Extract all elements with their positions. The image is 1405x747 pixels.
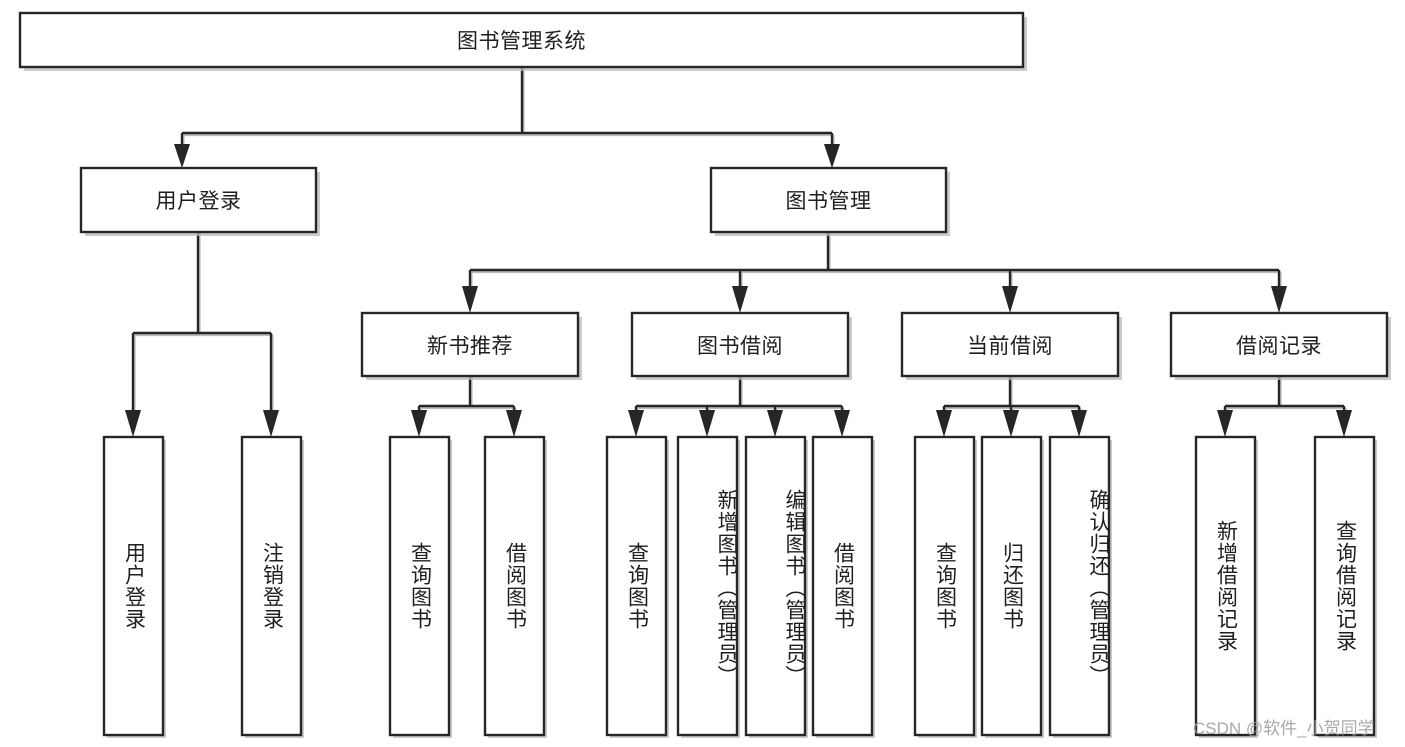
node-box-leaf-logout[interactable] [240, 435, 304, 738]
node-box-leaf-query-borrow-record[interactable] [1313, 435, 1377, 738]
node-box-leaf-confirm-return-admin[interactable] [1048, 435, 1112, 738]
connector-borrow-record-to-leaves [1217, 376, 1352, 437]
node-box-leaf-query-book-1[interactable] [388, 435, 452, 738]
connector-current-borrow-to-leaves [936, 376, 1087, 437]
node-box-root[interactable] [18, 11, 1027, 71]
node-box-leaf-borrow-book-2[interactable] [811, 435, 875, 738]
node-layer [18, 11, 1391, 738]
node-box-book-borrow[interactable] [630, 311, 852, 380]
node-box-user-login[interactable] [79, 166, 320, 236]
csdn-watermark: CSDN @软件_小贺同学 [1193, 719, 1375, 738]
connector-user-login-to-leaves [125, 232, 279, 437]
node-box-leaf-user-login[interactable] [102, 435, 166, 738]
node-box-leaf-add-borrow-record[interactable] [1194, 435, 1258, 738]
connector-root-to-level2 [174, 67, 840, 168]
connector-book-borrow-to-leaves [628, 376, 850, 437]
node-box-leaf-return-book[interactable] [980, 435, 1044, 738]
node-box-leaf-edit-book-admin[interactable] [744, 435, 808, 738]
node-box-borrow-record[interactable] [1169, 311, 1391, 380]
connector-layer [125, 67, 1352, 437]
node-box-leaf-add-book-admin[interactable] [676, 435, 740, 738]
node-box-leaf-borrow-book-1[interactable] [483, 435, 547, 738]
node-box-new-book-recommend[interactable] [360, 311, 582, 380]
node-box-leaf-query-book-2[interactable] [605, 435, 669, 738]
node-box-leaf-query-book-3[interactable] [913, 435, 977, 738]
connector-new-book-rec-to-leaves [411, 376, 522, 437]
node-box-book-management[interactable] [709, 166, 950, 236]
node-box-current-borrow[interactable] [900, 311, 1122, 380]
connector-book-mgmt-to-level3 [462, 232, 1287, 313]
